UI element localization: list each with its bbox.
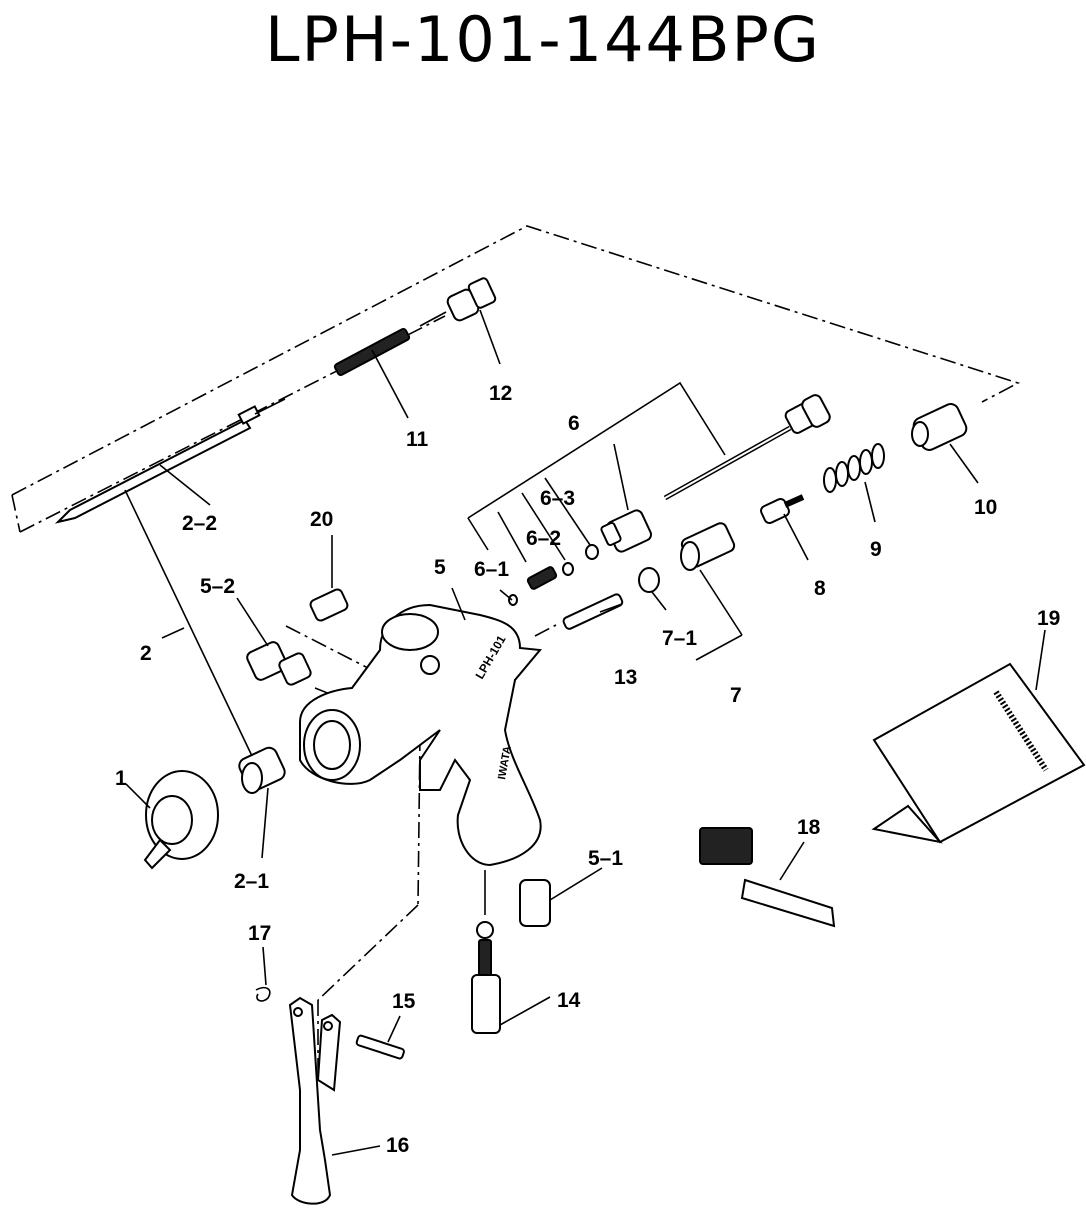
cleaning-brush-part — [699, 827, 836, 928]
gun-brand-marking: IWATA — [496, 745, 514, 780]
gun-body-part: LPH-101 IWATA — [299, 603, 542, 867]
callout-17: 17 — [248, 922, 271, 945]
seal-washer-6-2 — [562, 562, 574, 576]
callout-14: 14 — [557, 989, 581, 1012]
needle-adjusting-screw-part — [419, 277, 497, 327]
air-valve-rod-part — [663, 394, 831, 501]
valve-seat-part — [600, 509, 653, 553]
callout-6: 6 — [568, 412, 580, 435]
air-valve-part — [760, 494, 805, 525]
valve-spring-6-1 — [526, 566, 558, 590]
o-ring-7-1 — [638, 567, 660, 593]
callout-1: 1 — [115, 767, 127, 790]
assembly-outline — [11, 225, 1021, 1075]
needle-spring-part — [333, 327, 411, 377]
callout-2-1: 2–1 — [234, 870, 269, 893]
callout-6-3: 6–3 — [540, 487, 575, 510]
callout-12: 12 — [489, 382, 512, 405]
callout-9: 9 — [870, 538, 882, 561]
fluid-nozzle-part — [238, 746, 286, 794]
leader-lines — [124, 309, 1046, 1156]
air-nipple-part — [246, 641, 312, 686]
callout-5: 5 — [434, 556, 446, 579]
callout-13: 13 — [614, 666, 637, 689]
seal-ring-6-3 — [585, 544, 599, 560]
fluid-needle-part — [54, 398, 286, 524]
callout-7-1: 7–1 — [662, 627, 697, 650]
callout-8: 8 — [814, 577, 826, 600]
callout-15: 15 — [392, 990, 416, 1013]
air-adjusting-valve-part — [911, 403, 968, 451]
callout-2: 2 — [140, 642, 152, 665]
trigger-pin-part — [355, 1034, 405, 1060]
callout-19: 19 — [1037, 607, 1060, 630]
instruction-manual-part — [871, 662, 1086, 844]
clip-ring-part — [255, 986, 271, 1002]
callout-labels: 1 2 2–1 2–2 5 5–1 5–2 6 6–1 6–2 6–3 7 7–… — [115, 382, 1060, 1157]
callout-7: 7 — [730, 684, 742, 707]
callout-5-1: 5–1 — [588, 847, 623, 870]
callout-10: 10 — [974, 496, 997, 519]
callout-18: 18 — [797, 816, 821, 839]
trigger-stud-part — [562, 593, 624, 630]
callout-6-1: 6–1 — [474, 558, 509, 581]
air-cap-part — [143, 770, 219, 870]
diagram-title: LPH-101-144BPG — [265, 3, 821, 76]
air-valve-body-part — [680, 522, 736, 571]
air-joint-part — [519, 879, 551, 927]
plug-part — [309, 588, 349, 622]
callout-11: 11 — [406, 428, 429, 451]
air-valve-spring-part — [823, 443, 885, 493]
trigger-part — [288, 996, 342, 1205]
air-adjusting-knob-part — [471, 921, 501, 1034]
callout-bracket-6 — [467, 381, 726, 563]
callout-2-2: 2–2 — [182, 512, 217, 535]
callout-16: 16 — [386, 1134, 409, 1157]
callout-5-2: 5–2 — [200, 575, 235, 598]
callout-20: 20 — [310, 508, 333, 531]
callout-6-2: 6–2 — [526, 527, 561, 550]
e-ring-part — [508, 594, 518, 606]
